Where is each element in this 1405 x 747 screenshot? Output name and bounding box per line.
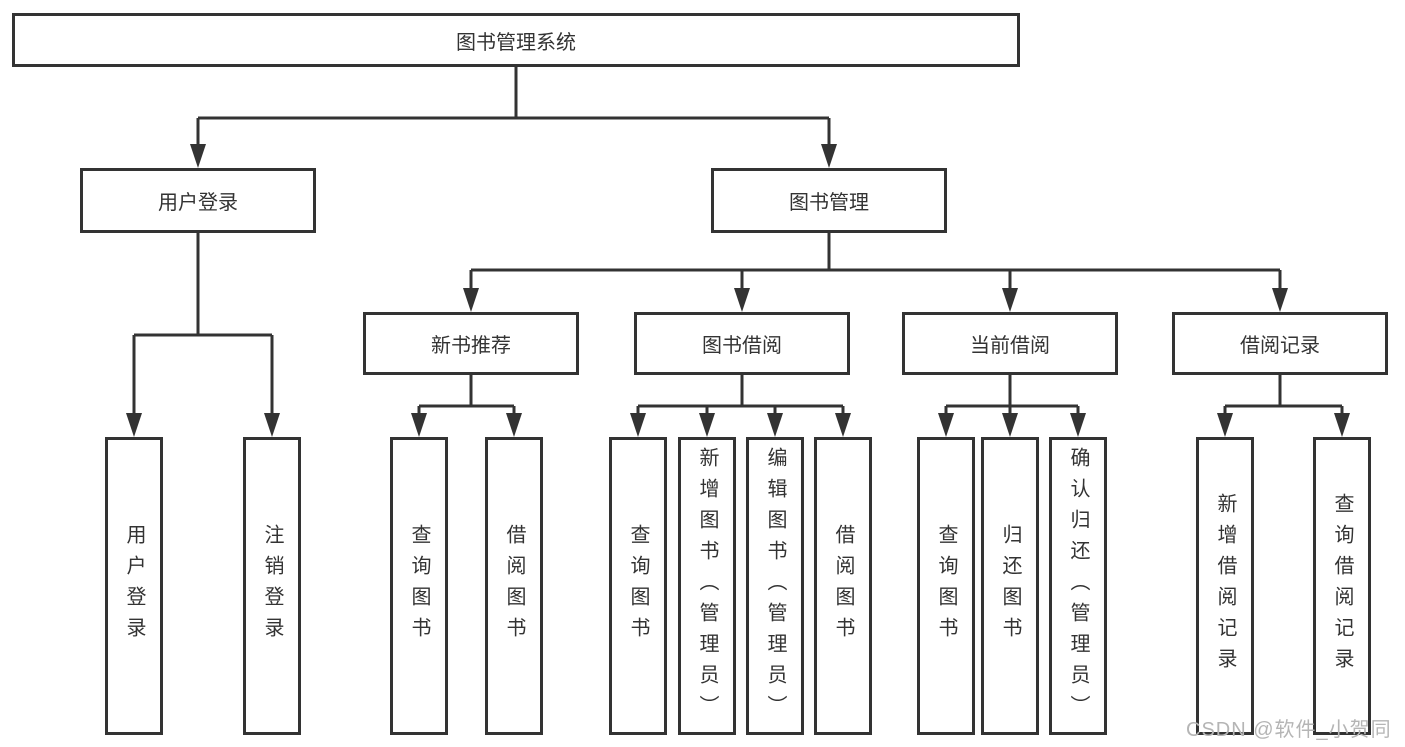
node-library-management-system: 图书管理系统 bbox=[12, 13, 1020, 67]
node-book-borrowing: 图书借阅 bbox=[634, 312, 850, 375]
leaf-query-books-current: 查询图书 bbox=[917, 437, 975, 735]
leaf-add-borrow-record: 新增借阅记录 bbox=[1196, 437, 1254, 735]
leaf-borrow-books-recommend: 借阅图书 bbox=[485, 437, 543, 735]
arrowheads bbox=[126, 144, 1350, 437]
leaf-user-login: 用户登录 bbox=[105, 437, 163, 735]
leaf-return-books: 归还图书 bbox=[981, 437, 1039, 735]
node-new-book-recommendation: 新书推荐 bbox=[363, 312, 579, 375]
leaf-query-books-borrowing: 查询图书 bbox=[609, 437, 667, 735]
node-current-borrowing: 当前借阅 bbox=[902, 312, 1118, 375]
leaf-edit-books-admin: 编辑图书（管理员） bbox=[746, 437, 804, 735]
leaf-confirm-return-admin: 确认归还（管理员） bbox=[1049, 437, 1107, 735]
node-borrowing-records: 借阅记录 bbox=[1172, 312, 1388, 375]
csdn-watermark: CSDN @软件_小贺同学 bbox=[1186, 719, 1392, 741]
leaf-logout-login: 注销登录 bbox=[243, 437, 301, 735]
leaf-query-borrow-record: 查询借阅记录 bbox=[1313, 437, 1371, 735]
node-user-login: 用户登录 bbox=[80, 168, 316, 233]
node-book-management: 图书管理 bbox=[711, 168, 947, 233]
leaf-borrow-books-borrowing: 借阅图书 bbox=[814, 437, 872, 735]
leaf-query-books-recommend: 查询图书 bbox=[390, 437, 448, 735]
leaf-add-books-admin: 新增图书（管理员） bbox=[678, 437, 736, 735]
